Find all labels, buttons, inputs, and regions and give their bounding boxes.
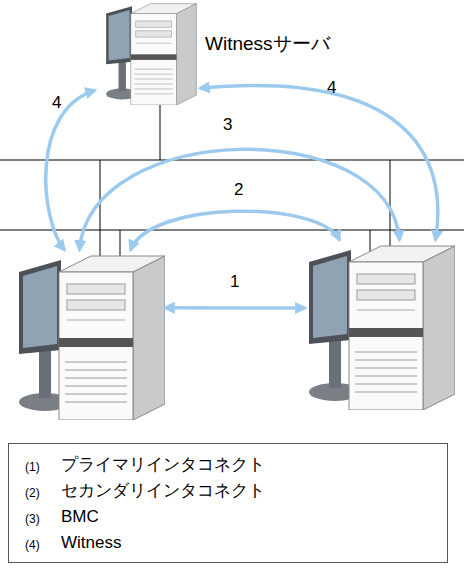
link-arrow	[165, 306, 305, 310]
link-arrow	[80, 149, 400, 250]
legend-number: (2)	[25, 486, 40, 500]
legend-number: (4)	[25, 538, 40, 552]
server-icon	[106, 4, 196, 105]
callout-number: 4	[52, 93, 61, 113]
node-label: Witnessサーバ	[205, 33, 330, 56]
link-arrow	[46, 90, 95, 250]
legend-text: セカンダリインタコネクト	[61, 481, 265, 501]
link-arrow	[131, 211, 340, 250]
legend-text: プライマリインタコネクト	[61, 455, 265, 475]
callout-number: 4	[327, 78, 336, 98]
callout-number: 2	[234, 180, 243, 200]
legend-text: BMC	[61, 507, 99, 527]
cluster-server	[15, 250, 165, 420]
legend-text: Witness	[61, 533, 121, 553]
network-wire	[0, 95, 464, 268]
server-icon	[19, 256, 165, 420]
legend-number: (1)	[25, 460, 40, 474]
callout-number: 1	[230, 272, 239, 292]
witness-server: Witnessサーバ	[95, 0, 200, 105]
legend-number: (3)	[25, 512, 40, 526]
server-icon	[309, 246, 455, 410]
link-arrow	[200, 86, 438, 240]
legend-box: (1) プライマリインタコネクト (2) セカンダリインタコネクト (3) BMC (4) W…	[8, 443, 448, 563]
callout-number: 3	[223, 115, 232, 135]
cluster-server	[305, 240, 455, 410]
